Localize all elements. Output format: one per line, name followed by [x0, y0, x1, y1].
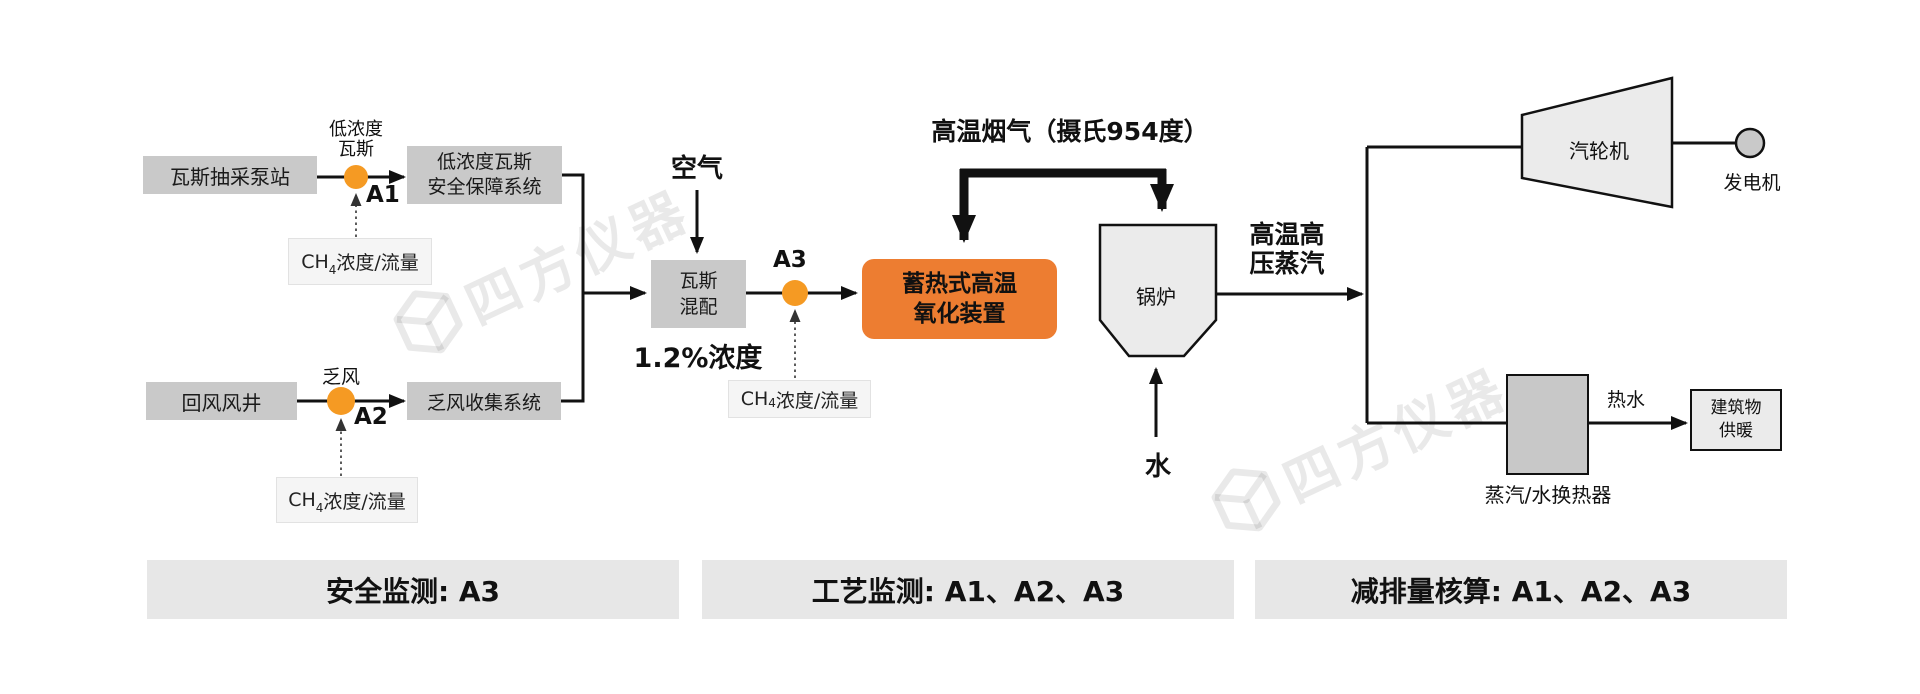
node-building-heating: 建筑物 供暖	[1690, 389, 1782, 451]
label-mix-concentration: 1.2%浓度	[633, 343, 763, 374]
node-vam-collection: 乏风收集系统	[407, 382, 561, 420]
ch4-label-suffix: 浓度/流量	[336, 252, 419, 274]
node-safety-system: 低浓度瓦斯 安全保障系统	[407, 146, 562, 204]
node-gas-mixing: 瓦斯 混配	[651, 260, 746, 328]
sensor-dot-a1	[344, 165, 368, 189]
node-label: 氧化装置	[913, 301, 1006, 327]
node-pump-station: 瓦斯抽采泵站	[143, 156, 317, 194]
boiler-shape	[1098, 223, 1218, 358]
sensor-dot-a3	[782, 280, 808, 306]
footer-bar-process-monitoring: 工艺监测: A1、A2、A3	[702, 560, 1234, 619]
heat-exchanger-shape	[1506, 374, 1589, 475]
node-label: 建筑物	[1710, 398, 1762, 418]
label-vam: 乏风	[321, 366, 360, 388]
label-turbine: 汽轮机	[1569, 139, 1629, 163]
ch4-label-subscript: 4	[768, 396, 776, 410]
label-air: 空气	[670, 154, 723, 184]
label-hp-steam: 高温高 压蒸汽	[1249, 220, 1325, 278]
ch4-label-subscript: 4	[328, 263, 337, 277]
node-label: 低浓度瓦斯	[436, 151, 532, 173]
label-generator: 发电机	[1723, 172, 1781, 194]
node-label: 乏风收集系统	[426, 391, 541, 414]
node-rto-oxidation-unit: 蓄热式高温 氧化装置	[862, 259, 1057, 339]
label-sensor-a2: A2	[354, 404, 388, 430]
node-label: 瓦斯	[679, 270, 718, 292]
node-return-air-shaft: 回风风井	[146, 382, 297, 420]
ch4-label-prefix: CH	[740, 388, 769, 410]
ch4-label-suffix: 浓度/流量	[323, 490, 406, 513]
label-water: 水	[1144, 452, 1171, 482]
sensor-dot-a2	[327, 387, 355, 415]
node-label: 供暖	[1719, 421, 1753, 441]
generator-circle	[1734, 127, 1766, 159]
label-sensor-a3: A3	[773, 247, 807, 273]
node-label: 回风风井	[181, 390, 262, 415]
footer-bar-safety-monitoring: 安全监测: A3	[147, 560, 679, 619]
node-label: 安全保障系统	[427, 176, 542, 198]
label-flue-gas: 高温烟气（摄氏954度）	[931, 117, 1209, 146]
label-heat-exchanger: 蒸汽/水换热器	[1484, 483, 1612, 507]
label-low-concentration-gas: 低浓度 瓦斯	[329, 119, 383, 160]
node-label: 瓦斯抽采泵站	[170, 164, 290, 189]
label-hot-water: 热水	[1606, 389, 1645, 411]
merge-elbow-line	[560, 173, 585, 403]
turbine-shape	[1520, 76, 1674, 209]
footer-bar-emission-accounting: 减排量核算: A1、A2、A3	[1255, 560, 1787, 619]
node-label: 蓄热式高温	[902, 271, 1017, 297]
label-sensor-a1: A1	[366, 182, 400, 208]
ch4-label-prefix: CH	[301, 250, 329, 273]
ch4-label-suffix: 浓度/流量	[775, 389, 859, 412]
ch4-label-prefix: CH	[288, 489, 316, 511]
ch4-label-subscript: 4	[315, 501, 324, 515]
label-boiler: 锅炉	[1136, 285, 1176, 309]
node-label: 混配	[679, 296, 718, 318]
